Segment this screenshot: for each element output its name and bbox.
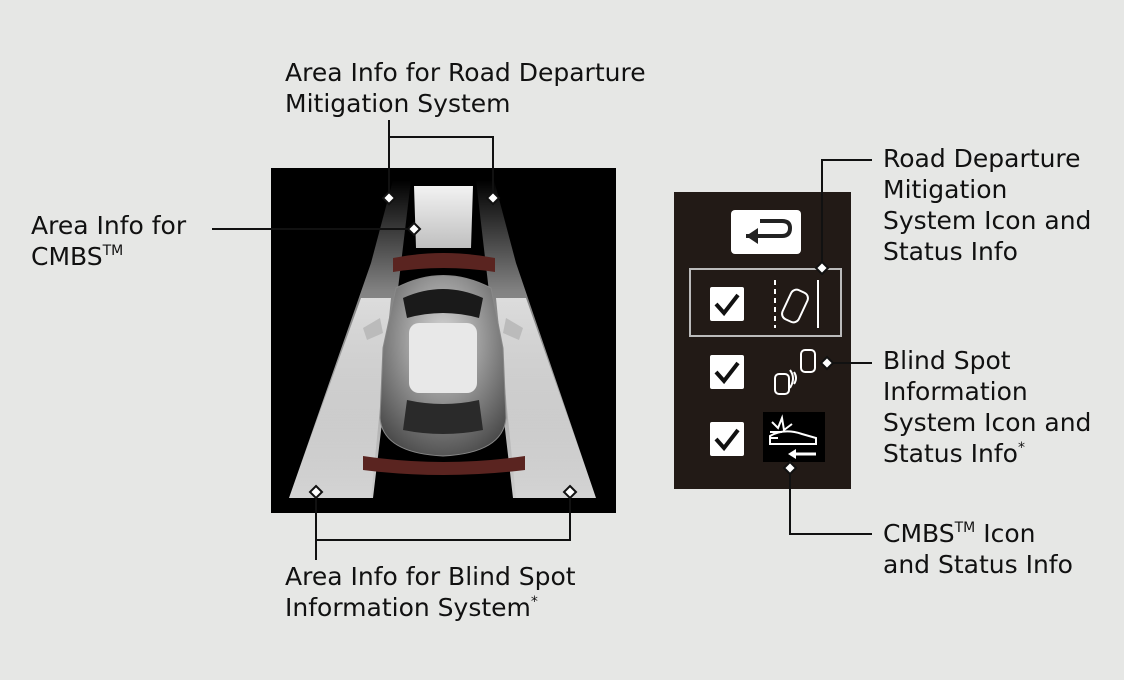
- area-display-graphic: [289, 180, 596, 498]
- menu-item-blind-spot[interactable]: [710, 349, 816, 395]
- callout-text: Information: [883, 377, 1028, 406]
- driver-assist-menu-graphic: [689, 210, 842, 462]
- callout-cmbs-icon: CMBSTM Icon and Status Info: [883, 518, 1073, 580]
- callout-text: Blind Spot: [883, 346, 1011, 375]
- menu-item-highlight: [689, 268, 842, 337]
- marker-cmbs-area: [406, 221, 422, 237]
- callout-road-departure-icon: Road Departure Mitigation System Icon an…: [883, 143, 1091, 267]
- callout-blind-spot-area: Area Info for Blind Spot Information Sys…: [285, 561, 576, 623]
- callout-text: Mitigation System: [285, 89, 511, 118]
- marker-blind-icon: [819, 355, 835, 371]
- marker-blind-left: [308, 484, 324, 500]
- callout-text: Area Info for: [31, 211, 187, 240]
- menu-item-road-departure[interactable]: [710, 280, 819, 328]
- callout-text: CMBS: [31, 242, 103, 271]
- callout-text: Mitigation: [883, 175, 1008, 204]
- area-display: [271, 168, 616, 513]
- asterisk-mark: *: [1017, 440, 1025, 456]
- rear-proximity-bar: [363, 456, 525, 475]
- blind-spot-left-zone: [289, 298, 391, 498]
- driver-assist-menu: [674, 192, 851, 489]
- road-departure-icon: [774, 280, 819, 328]
- trademark-mark: TM: [102, 243, 124, 259]
- callout-text: CMBS: [883, 519, 955, 548]
- blind-spot-icon: [774, 349, 816, 395]
- callout-text: Status Info: [883, 237, 1018, 266]
- trademark-mark: TM: [954, 520, 976, 536]
- asterisk-mark: *: [530, 594, 538, 610]
- marker-road-right: [485, 190, 501, 206]
- callout-text: Area Info for Road Departure: [285, 58, 646, 87]
- back-arrow-icon: [746, 219, 793, 244]
- blind-spot-right-zone: [496, 298, 596, 498]
- callout-text: Status Info: [883, 439, 1018, 468]
- marker-cmbs-icon: [782, 460, 798, 476]
- callout-text: Area Info for Blind Spot: [285, 562, 576, 591]
- callout-text: Road Departure: [883, 144, 1081, 173]
- callout-blind-spot-icon: Blind Spot Information System Icon and S…: [883, 345, 1091, 469]
- cmbs-icon: [763, 412, 825, 462]
- car-icon: [363, 275, 523, 457]
- callout-text: Information System: [285, 593, 531, 622]
- callout-cmbs-area: Area Info for CMBSTM: [31, 210, 186, 272]
- marker-road-icon: [814, 260, 830, 276]
- callout-road-departure-area: Area Info for Road Departure Mitigation …: [285, 57, 646, 119]
- callout-text: System Icon and: [883, 408, 1092, 437]
- marker-road-left: [381, 190, 397, 206]
- menu-item-cmbs[interactable]: [710, 412, 825, 462]
- front-proximity-bar: [393, 253, 495, 272]
- cmbs-zone: [414, 186, 473, 248]
- callout-text: System Icon and: [883, 206, 1092, 235]
- callout-text: Icon: [975, 519, 1036, 548]
- callout-text: and Status Info: [883, 550, 1073, 579]
- back-button[interactable]: [731, 210, 801, 254]
- marker-blind-right: [562, 484, 578, 500]
